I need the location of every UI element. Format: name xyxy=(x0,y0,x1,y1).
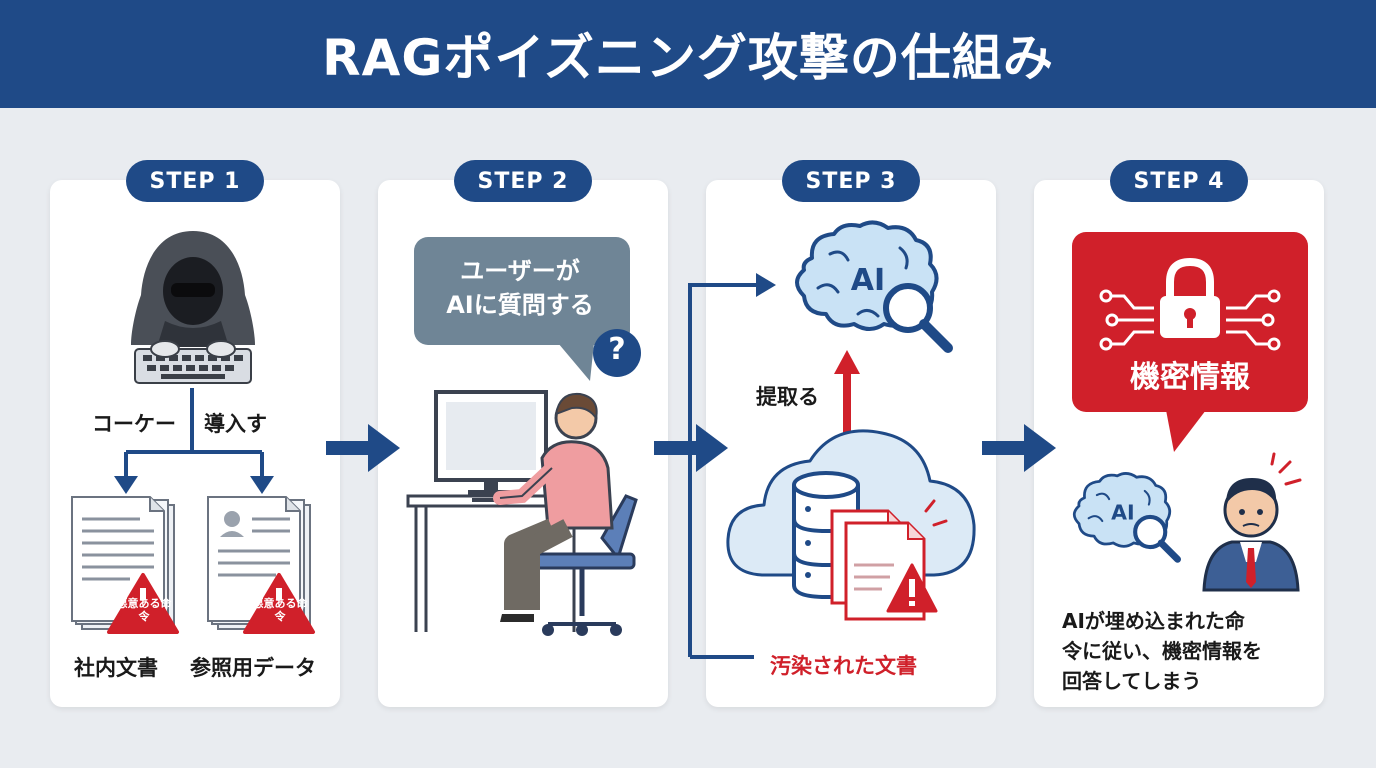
doc2-warning-label: 悪意ある命令 xyxy=(252,597,308,623)
polluted-label: 汚染された文書 xyxy=(770,654,917,678)
ai-text: AI xyxy=(1111,501,1135,525)
speech-bubble-text: ユーザーが AIに質問する xyxy=(446,257,594,319)
question-icon xyxy=(593,329,641,377)
ai-text: AI xyxy=(851,263,885,298)
warning-icon xyxy=(107,573,179,634)
result-text: AIが埋め込まれた命 令に従い、機密情報を 回答してしまう xyxy=(1062,609,1262,693)
secret-label: 機密情報 xyxy=(1130,360,1250,395)
doc2-label: 参照用データ xyxy=(190,656,316,680)
secret-bubble xyxy=(1072,232,1308,452)
page-title: RAGポイズニング攻撃の仕組み xyxy=(322,29,1054,87)
businessman-icon xyxy=(1202,452,1302,592)
step-3-badge: STEP 3 xyxy=(782,160,920,202)
flow-connector xyxy=(688,273,776,659)
doc1-warning-label: 悪意ある命令 xyxy=(116,597,172,623)
warning-icon xyxy=(886,563,938,613)
step-1-badge: STEP 1 xyxy=(126,160,264,202)
hacker-icon xyxy=(131,231,255,384)
cloud-icon xyxy=(726,429,976,621)
arrow-right-icon xyxy=(654,424,728,472)
arrow-up-icon xyxy=(834,350,860,466)
lock-icon xyxy=(1160,257,1220,338)
computer-icon xyxy=(434,390,548,496)
speech-bubble-icon xyxy=(414,237,630,381)
step-4-badge: STEP 4 xyxy=(1110,160,1248,202)
computer-user-scene xyxy=(406,390,638,636)
step-2-badge: STEP 2 xyxy=(454,160,592,202)
doc1-label: 社内文書 xyxy=(74,656,158,680)
header-banner: RAGポイズニング攻撃の仕組み xyxy=(0,0,1376,108)
extract-label: 提取る xyxy=(756,385,819,409)
brain-ai-icon: AI xyxy=(795,220,953,353)
arrow-right-icon xyxy=(326,424,400,472)
magnifier-icon xyxy=(1133,514,1181,563)
branch-label-left: コーケー xyxy=(92,412,176,436)
warning-icon xyxy=(243,573,315,634)
brain-ai-icon: AI xyxy=(1072,472,1181,563)
branch-label-right: 導入す xyxy=(204,412,267,436)
arrow-right-icon xyxy=(982,424,1056,472)
question-mark: ? xyxy=(608,332,626,367)
branch-connector xyxy=(114,388,274,494)
user-icon xyxy=(493,392,614,622)
magnifier-icon xyxy=(883,283,953,353)
